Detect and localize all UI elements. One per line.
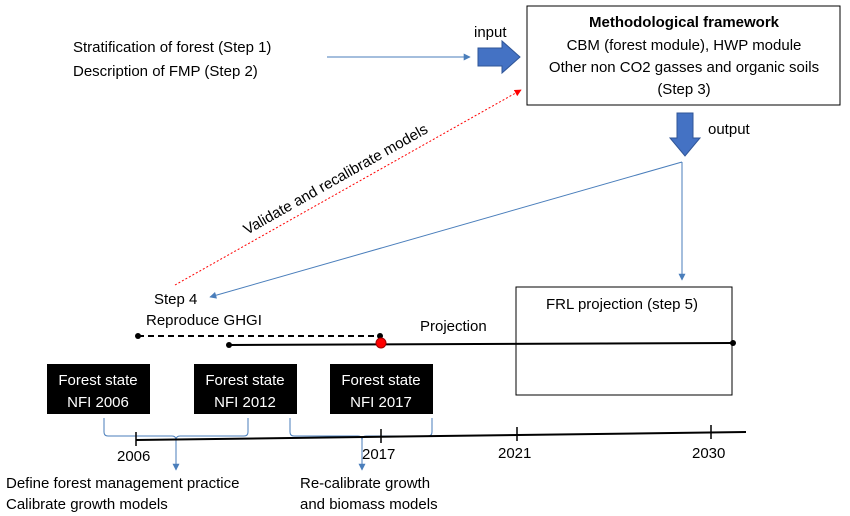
step4-subtitle: Reproduce GHGI	[146, 312, 262, 329]
input-label: input	[474, 24, 507, 41]
framework-box	[526, 5, 841, 106]
input-block-arrow	[477, 39, 521, 75]
ghgi-end-dot	[377, 333, 383, 339]
forest-state-2017-line1: Forest state	[341, 372, 420, 389]
timeline-year-2021: 2021	[498, 445, 531, 462]
ghgi-start-dot	[135, 333, 141, 339]
forest-state-2012-line2: NFI 2012	[214, 394, 276, 411]
forest-state-box-2006	[47, 364, 150, 414]
timeline-year-2017: 2017	[362, 446, 395, 463]
framework-line-1: CBM (forest module), HWP module	[567, 37, 802, 54]
frl-projection-box	[515, 286, 733, 396]
frl-projection-label: FRL projection (step 5)	[546, 296, 698, 313]
timeline-year-2030: 2030	[692, 445, 725, 462]
validate-label: Validate and recalibrate models	[241, 121, 431, 239]
timeline-year-2006: 2006	[117, 448, 150, 465]
note-right-line2: and biomass models	[300, 496, 438, 513]
input-text-step2: Description of FMP (Step 2)	[73, 63, 258, 80]
validate-dotted-arrow	[174, 89, 522, 286]
note-right-line1: Re-calibrate growth	[300, 475, 430, 492]
output-to-step4-arrow	[209, 161, 683, 299]
note-left-line2: Calibrate growth models	[6, 496, 168, 513]
projection-line	[228, 342, 734, 346]
framework-title: Methodological framework	[589, 14, 780, 31]
note-left-line1: Define forest management practice	[6, 475, 239, 492]
left-calibration-bracket	[103, 418, 249, 441]
projection-end-dot	[730, 340, 736, 346]
forest-state-2017-line2: NFI 2017	[350, 394, 412, 411]
projection-2017-marker	[375, 337, 387, 349]
forest-state-box-2017	[330, 364, 433, 414]
output-block-arrow	[668, 112, 702, 157]
projection-start-dot	[226, 342, 232, 348]
projection-label: Projection	[420, 318, 487, 335]
forest-state-2006-line1: Forest state	[58, 372, 137, 389]
timeline-axis	[135, 431, 747, 441]
forest-state-2006-line2: NFI 2006	[67, 394, 129, 411]
framework-line-2: Other non CO2 gasses and organic soils	[549, 59, 819, 76]
forest-state-box-2012	[194, 364, 297, 414]
output-label: output	[708, 121, 751, 138]
input-text-step1: Stratification of forest (Step 1)	[73, 39, 271, 56]
forest-state-2012-line1: Forest state	[205, 372, 284, 389]
framework-line-3: (Step 3)	[657, 81, 710, 98]
step4-title: Step 4	[154, 291, 197, 308]
